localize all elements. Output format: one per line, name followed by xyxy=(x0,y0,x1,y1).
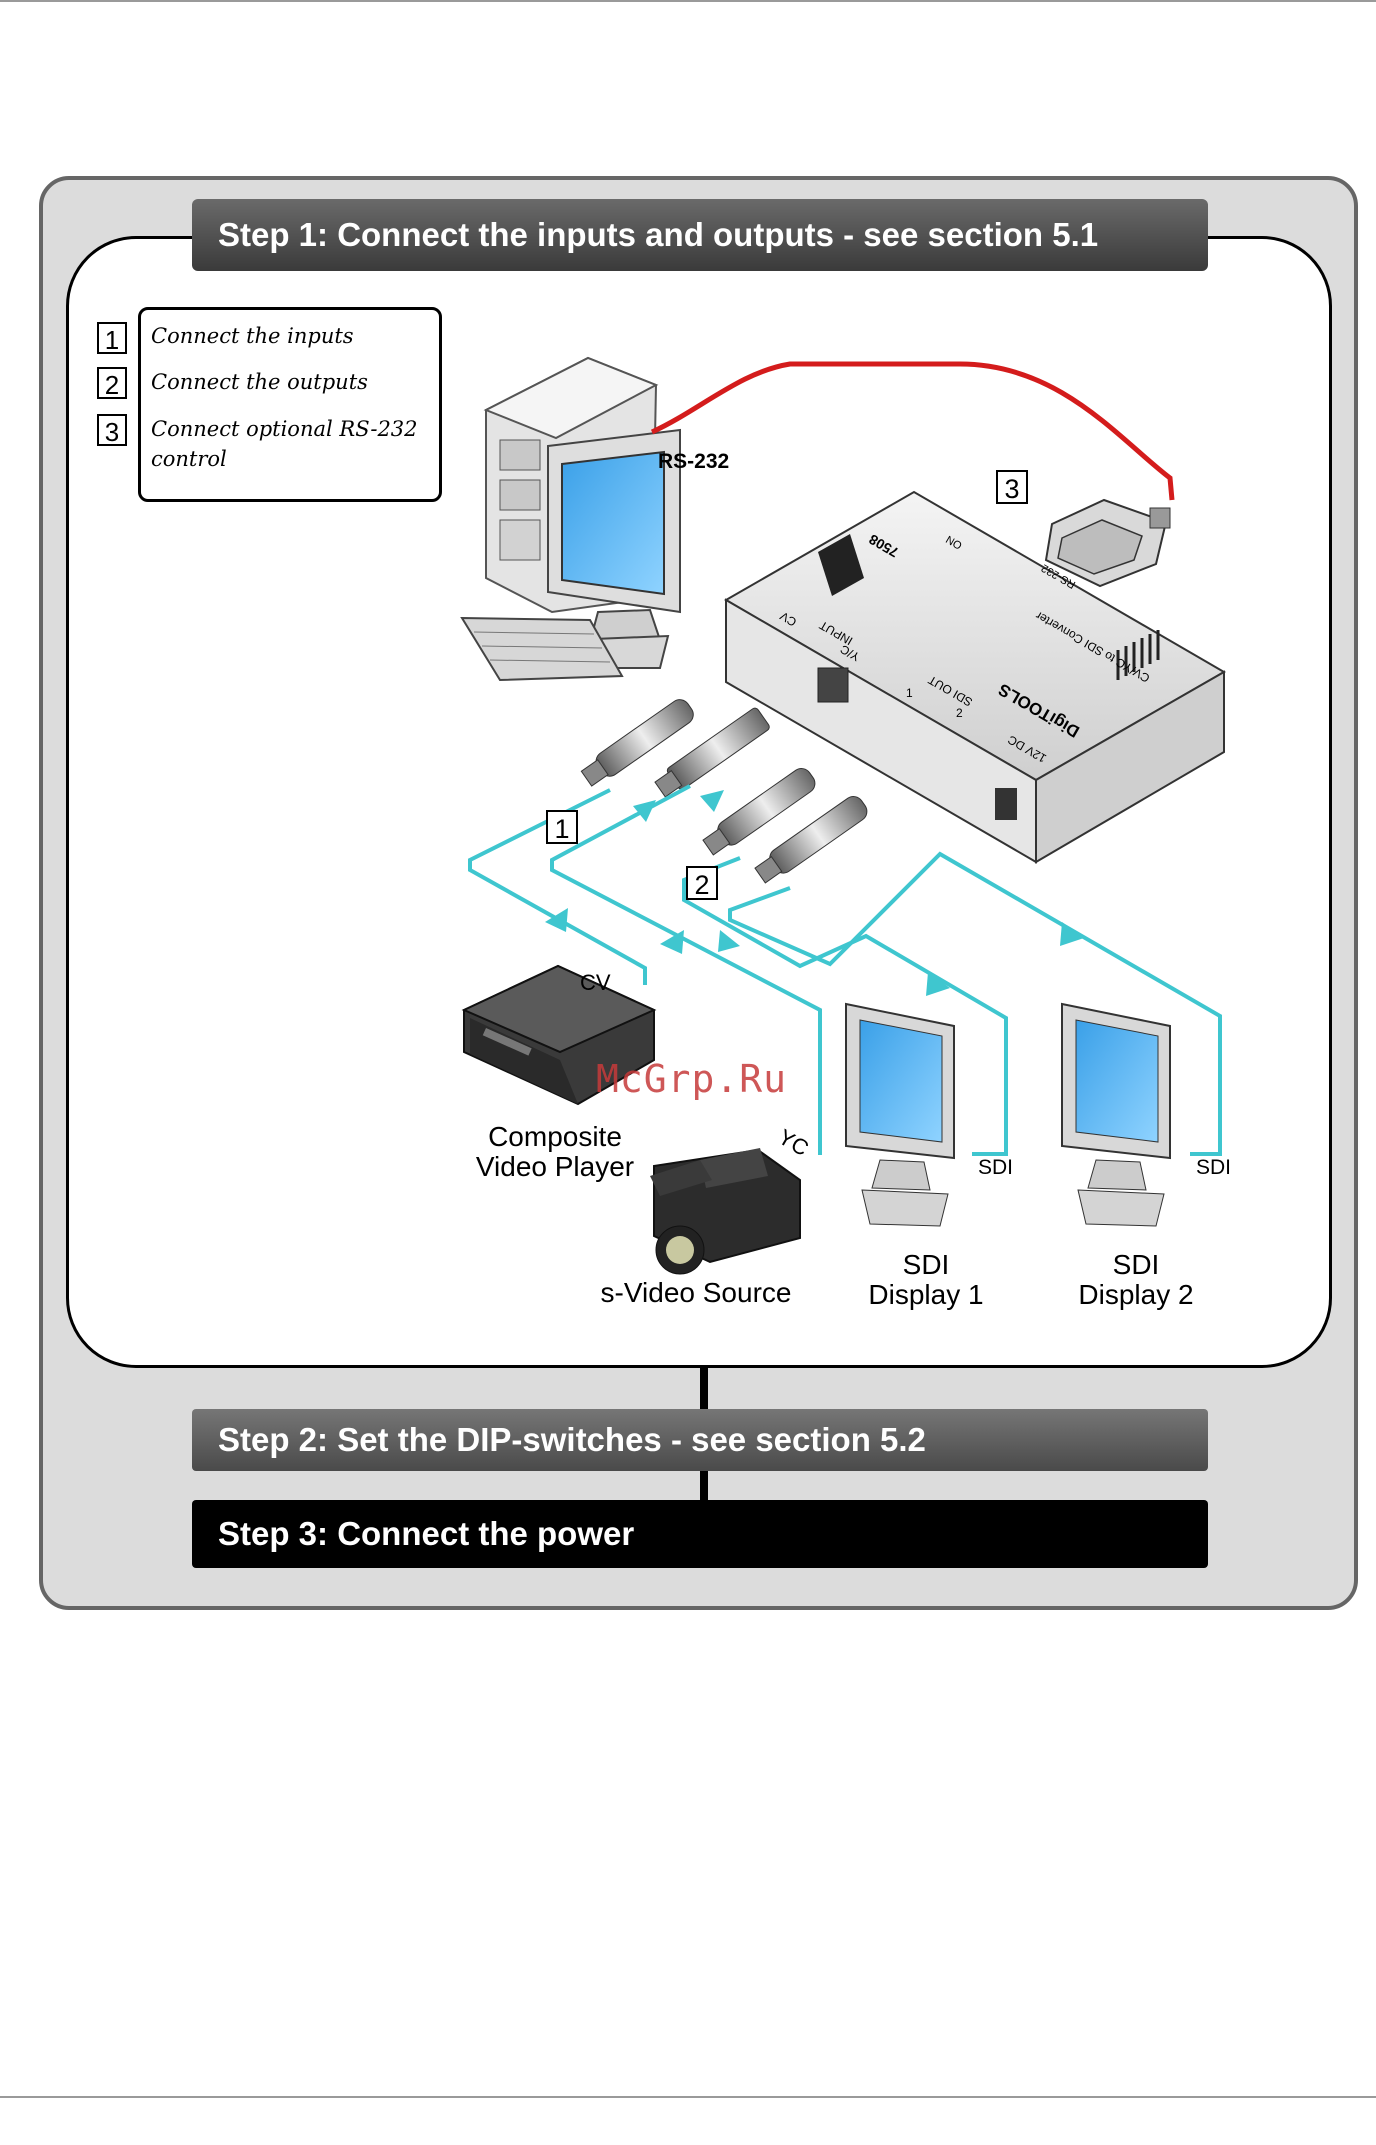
sdi-display-1 xyxy=(845,1002,955,1227)
legend-number-1: 1 xyxy=(97,322,127,355)
rs232-label: RS-232 xyxy=(658,450,730,473)
sdi-display-2 xyxy=(1061,1002,1171,1227)
step3-bar: Step 3: Connect the power xyxy=(192,1500,1208,1568)
keyboard xyxy=(460,616,624,682)
sdi1-cable xyxy=(682,856,1008,1156)
composite-line2: Video Player xyxy=(475,1151,635,1182)
display2-line1: SDI xyxy=(1112,1249,1160,1280)
step3-title: Step 3: Connect the power xyxy=(218,1515,635,1552)
step1-bar: Step 1: Connect the inputs and outputs -… xyxy=(192,199,1208,271)
legend-box xyxy=(138,307,442,502)
db9-connector xyxy=(1044,498,1171,588)
legend-text-1: Connect the inputs xyxy=(151,324,354,348)
sdi1-label: SDI xyxy=(978,1156,1014,1179)
top-rule xyxy=(0,0,1376,2)
bottom-rule xyxy=(0,2096,1376,2098)
device-out2-label: 2 xyxy=(956,706,963,720)
sdi2-cable xyxy=(728,851,1222,1156)
step-connector-upper xyxy=(700,1366,708,1411)
legend-number-2: 2 xyxy=(97,367,127,400)
legend-text-3: Connect optional RS-232 control xyxy=(151,417,418,471)
composite-line1: Composite xyxy=(488,1121,622,1152)
callout-1: 1 xyxy=(546,810,578,844)
pc-monitor xyxy=(547,428,681,669)
video-cables xyxy=(468,784,1222,1156)
rs232-cable xyxy=(650,361,1175,501)
cv-label: CV xyxy=(580,970,611,995)
display1-line2: Display 1 xyxy=(868,1279,984,1310)
sdi2-label: SDI xyxy=(1196,1156,1232,1179)
cv-cable xyxy=(468,788,647,985)
display2-label: SDI Display 2 xyxy=(1066,1250,1206,1310)
legend-number-3: 3 xyxy=(97,414,127,447)
display1-label: SDI Display 1 xyxy=(856,1250,996,1310)
yc-cable xyxy=(550,784,822,1155)
callout-3: 3 xyxy=(996,470,1028,504)
watermark: McGrp.Ru xyxy=(596,1057,788,1101)
step2-bar: Step 2: Set the DIP-switches - see secti… xyxy=(192,1409,1208,1471)
converter-box xyxy=(724,490,1226,864)
callout-2: 2 xyxy=(686,866,718,900)
step2-title: Step 2: Set the DIP-switches - see secti… xyxy=(218,1421,926,1458)
step-connector-lower xyxy=(700,1470,708,1502)
display1-line1: SDI xyxy=(902,1249,950,1280)
camcorder xyxy=(650,1148,801,1275)
svideo-label: s-Video Source xyxy=(600,1277,792,1308)
arrowheads xyxy=(545,790,1084,996)
step1-title: Step 1: Connect the inputs and outputs -… xyxy=(218,216,1099,253)
legend-text-2: Connect the outputs xyxy=(151,370,368,394)
bnc-connectors xyxy=(580,699,868,884)
display2-line2: Display 2 xyxy=(1078,1279,1194,1310)
composite-player xyxy=(461,964,657,1106)
device-out1-label: 1 xyxy=(906,686,913,700)
composite-player-label: Composite Video Player xyxy=(460,1122,650,1182)
